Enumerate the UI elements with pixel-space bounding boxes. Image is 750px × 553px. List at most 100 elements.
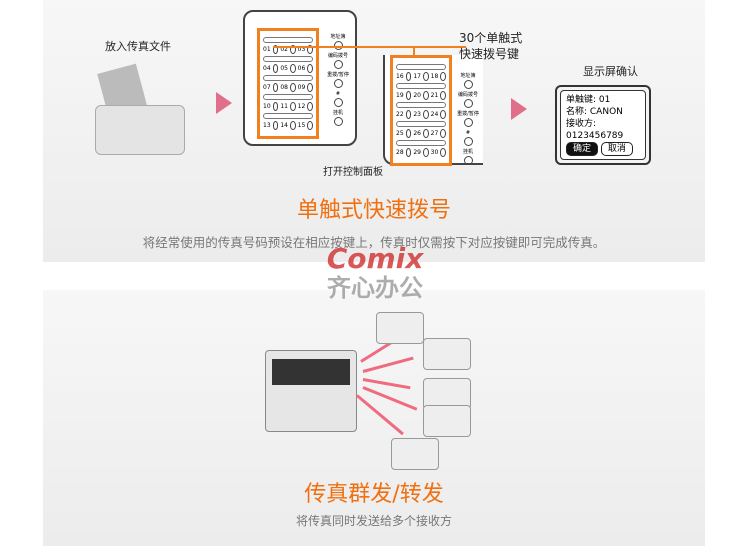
side-key[interactable] [333,98,343,107]
key-label-slot [396,83,446,89]
speed-dial-key[interactable] [272,64,279,73]
speed-dial-key[interactable] [405,148,412,157]
watermark-tagline: 齐心办公 [327,274,423,302]
key-number: 27 [430,130,439,137]
key-label-slot [396,64,446,70]
speed-dial-key[interactable] [440,110,446,119]
speed-dial-key[interactable] [289,83,296,92]
key-row: 28 29 30 [396,148,446,157]
key-number: 19 [396,92,404,99]
side-key-label: 地址簿 [330,34,346,40]
side-key-label: 挂机 [332,110,343,116]
side-key[interactable] [333,60,343,69]
fax-icon [423,338,471,370]
ok-button[interactable]: 确定 [566,142,599,156]
speed-dial-key[interactable] [440,72,446,81]
section-title: 传真群发/转发 [304,482,444,507]
key-label-slot [396,121,446,127]
side-key[interactable] [463,80,473,89]
key-number: 29 [413,149,421,156]
printer-image [265,350,357,432]
keys-label-line: 30个单触式 [459,31,523,45]
side-key[interactable] [333,117,343,126]
key-number: 23 [413,111,421,118]
open-panel-label: 打开控制面板 [323,167,383,178]
key-number: 28 [396,149,404,156]
speed-dial-key[interactable] [307,102,313,111]
key-number: 07 [263,84,271,91]
key-label-slot [396,102,446,108]
side-key-label: 编码拨号 [327,53,348,59]
key-number: 13 [263,122,271,129]
speed-dial-key[interactable] [422,148,429,157]
key-row: 25 26 27 [396,129,446,138]
cancel-button[interactable]: 取消 [600,142,633,156]
speed-dial-key[interactable] [289,64,296,73]
lcd-display: 单触键: 01 名称: CANON 接收方: 0123456789 确定 取消 [555,85,651,165]
side-key[interactable] [333,79,343,88]
key-label-slot [263,75,313,81]
watermark-brand: Comix [326,242,424,275]
speed-dial-key[interactable] [440,91,446,100]
side-key-label: 地址簿 [460,73,476,79]
speed-dial-key[interactable] [405,129,412,138]
speed-dial-key[interactable] [272,83,279,92]
fax-icon [423,378,471,410]
speed-dial-key[interactable] [289,45,296,54]
key-number: 21 [430,92,439,99]
speed-dial-key[interactable] [440,129,446,138]
speed-dial-keys-label: 30个单触式 快速拨号键 [459,30,522,62]
display-label: 显示屏确认 [583,65,638,78]
key-number: 17 [413,73,421,80]
side-key[interactable] [333,41,343,50]
speed-dial-key[interactable] [307,121,313,130]
key-number: 30 [430,149,439,156]
key-number: 26 [413,130,421,137]
key-number: 10 [263,103,271,110]
side-key[interactable] [463,99,473,108]
speed-dial-key[interactable] [272,102,279,111]
speed-dial-key[interactable] [289,121,296,130]
key-number: 06 [297,65,306,72]
display-line: 单触键: 01 [566,95,611,105]
fax-machine-image [95,60,185,155]
side-key[interactable] [463,118,473,127]
speed-dial-key[interactable] [405,110,412,119]
key-number: 18 [430,73,439,80]
speed-dial-key[interactable] [422,110,429,119]
step1-label: 放入传真文件 [105,40,171,53]
display-line: 接收方: 0123456789 [566,119,624,141]
speed-dial-key[interactable] [272,121,279,130]
side-key[interactable] [463,137,473,146]
key-number: 12 [297,103,306,110]
side-key[interactable] [463,156,473,165]
key-number: 01 [263,46,271,53]
key-number: 08 [280,84,288,91]
display-line: 名称: CANON [566,107,623,117]
speed-dial-key[interactable] [422,91,429,100]
speed-dial-key[interactable] [405,72,412,81]
key-number: 22 [396,111,404,118]
speed-dial-key[interactable] [307,45,313,54]
speed-dial-key[interactable] [307,83,313,92]
speed-dial-key[interactable] [272,45,279,54]
speed-dial-key[interactable] [440,148,446,157]
speed-dial-key[interactable] [422,129,429,138]
key-number: 25 [396,130,404,137]
speed-dial-key[interactable] [405,91,412,100]
side-key-label: # [335,91,341,97]
keys-label-line: 快速拨号键 [459,47,520,61]
key-number: 24 [430,111,439,118]
side-key-label: 重拨/暂停 [457,111,479,117]
watermark: Comix 齐心办公 [0,242,750,303]
speed-dial-key[interactable] [307,64,313,73]
speed-dial-key[interactable] [289,102,296,111]
speed-dial-key[interactable] [422,72,429,81]
